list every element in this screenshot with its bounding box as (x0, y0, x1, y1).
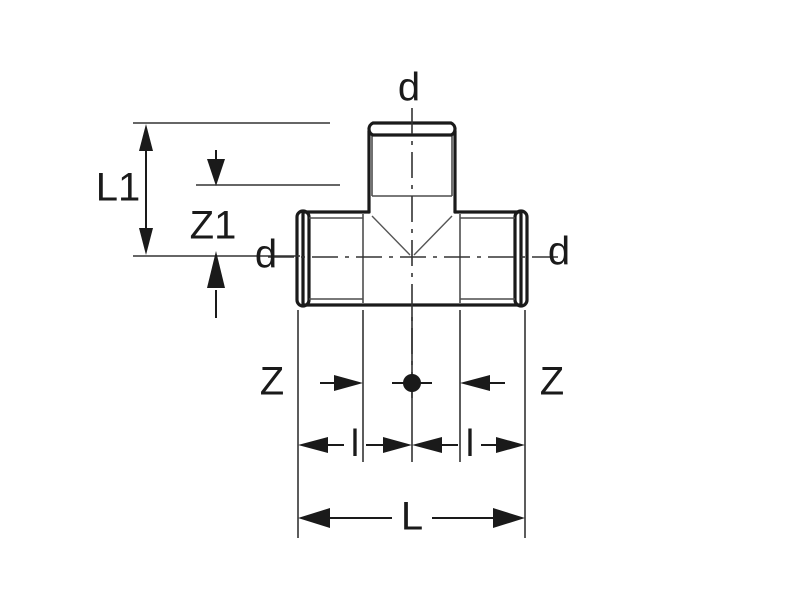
l-left-arrow-left (298, 437, 328, 453)
l-right-arrow-left (412, 437, 442, 453)
dimension-Z: Z Z (260, 360, 564, 404)
branch-outline (367, 129, 457, 214)
Z-right-arrow-left (460, 375, 490, 391)
L-arrow-left (298, 508, 330, 528)
L1-arrow-up (139, 124, 153, 151)
Z-centre-dot (403, 374, 421, 392)
dimension-Z1: Z1 (190, 150, 237, 318)
run-inner-lines (309, 214, 515, 303)
Z-left-arrow-right (334, 375, 363, 391)
Z1-arrow-down (207, 159, 225, 186)
internal-transition-lines (371, 215, 453, 256)
label-l-left: l (351, 423, 359, 465)
label-Z-right: Z (540, 360, 564, 404)
l-left-arrow-right (383, 437, 412, 453)
label-d-top: d (398, 66, 420, 110)
label-L: L (401, 495, 423, 539)
dimension-L: L (298, 495, 525, 539)
label-Z1: Z1 (190, 204, 237, 248)
L-arrow-right (493, 508, 525, 528)
label-l-right: l (466, 423, 474, 465)
dimension-L1: L1 (96, 124, 153, 255)
extension-lines-group (133, 122, 526, 538)
label-d-right: d (548, 230, 570, 274)
right-socket-bead (513, 209, 529, 308)
branch-socket-bead (367, 121, 457, 137)
dimension-l: l l (298, 423, 525, 465)
diameter-labels-group: d d d (255, 66, 570, 277)
L1-arrow-down (139, 228, 153, 255)
left-socket-bead (295, 209, 311, 308)
label-d-left: d (255, 233, 277, 277)
Z1-arrow-up (207, 251, 225, 288)
l-right-arrow-right (496, 437, 525, 453)
label-L1: L1 (96, 166, 141, 210)
label-Z-left: Z (260, 360, 284, 404)
